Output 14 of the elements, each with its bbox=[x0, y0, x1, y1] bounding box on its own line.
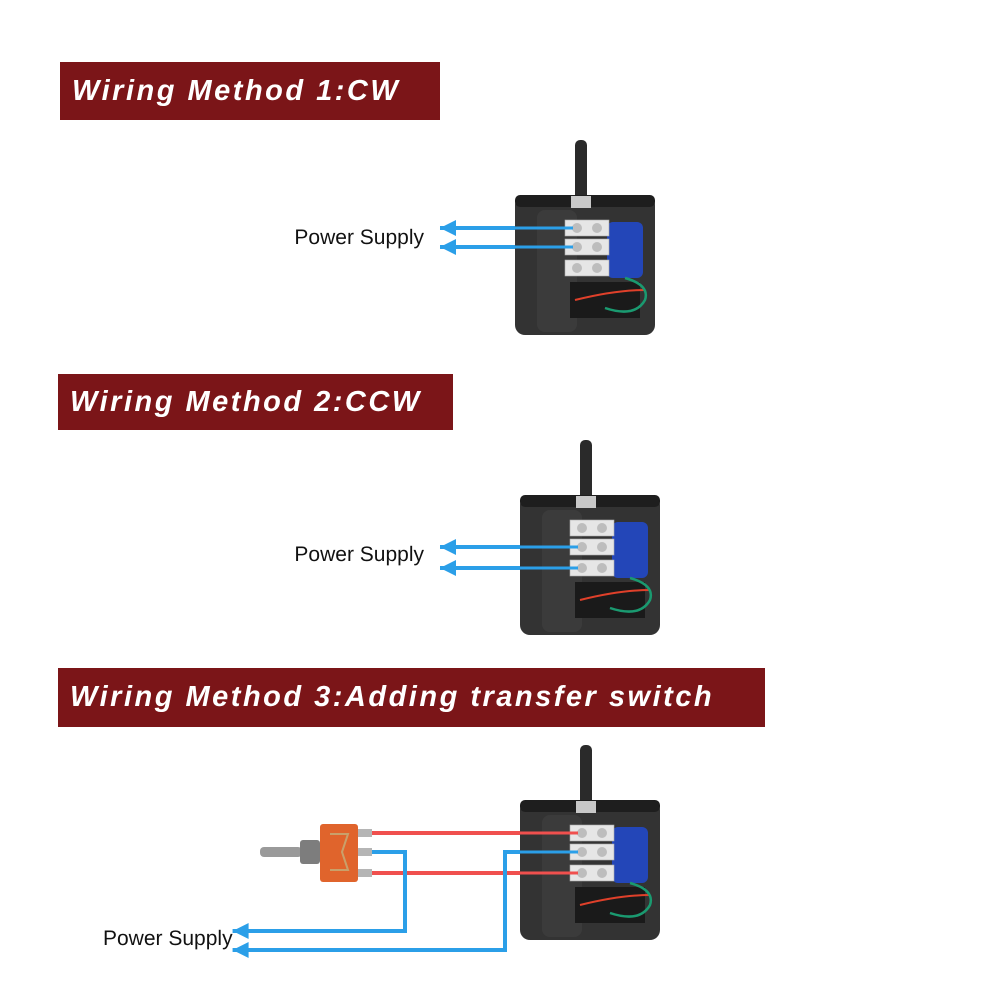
power-supply-label: Power Supply bbox=[266, 534, 440, 576]
wire-arrow bbox=[440, 539, 520, 555]
power-supply-label: Power Supply bbox=[268, 218, 440, 258]
title-banner: Wiring Method 2:CCW bbox=[58, 374, 453, 430]
title-banner: Wiring Method 1:CW bbox=[60, 62, 440, 120]
wire-arrow bbox=[440, 239, 515, 255]
wire-arrow bbox=[232, 850, 407, 939]
wire bbox=[372, 831, 520, 835]
wire bbox=[372, 871, 520, 875]
title-banner: Wiring Method 3:Adding transfer switch bbox=[58, 668, 765, 727]
wire-arrow bbox=[440, 560, 520, 576]
power-supply-label: Power Supply bbox=[103, 927, 233, 951]
wire-arrow bbox=[232, 850, 520, 958]
wire-arrow bbox=[440, 220, 515, 236]
